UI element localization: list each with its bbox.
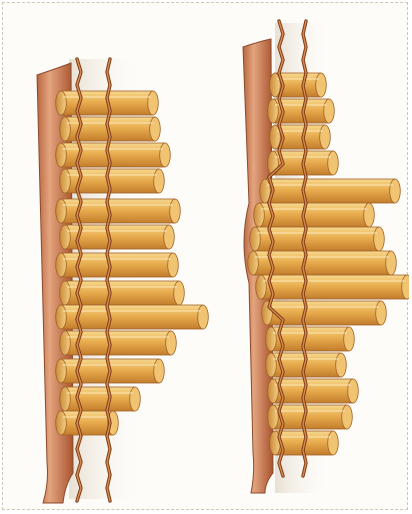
fiber-cylinder [260,179,401,203]
fiber-cylinder [270,73,327,97]
fiber-cylinder [256,275,409,299]
fiber-cylinder [56,253,179,277]
fiber-cylinder [56,199,181,223]
fiber-cylinder [268,99,335,123]
figure-frame [2,2,408,510]
bundle-diagram [3,3,409,511]
right-bundle [243,21,409,493]
left-bundle [37,59,208,503]
fiber-cylinder [60,387,141,411]
fiber-cylinder [262,301,387,325]
fiber-cylinder [56,143,171,167]
